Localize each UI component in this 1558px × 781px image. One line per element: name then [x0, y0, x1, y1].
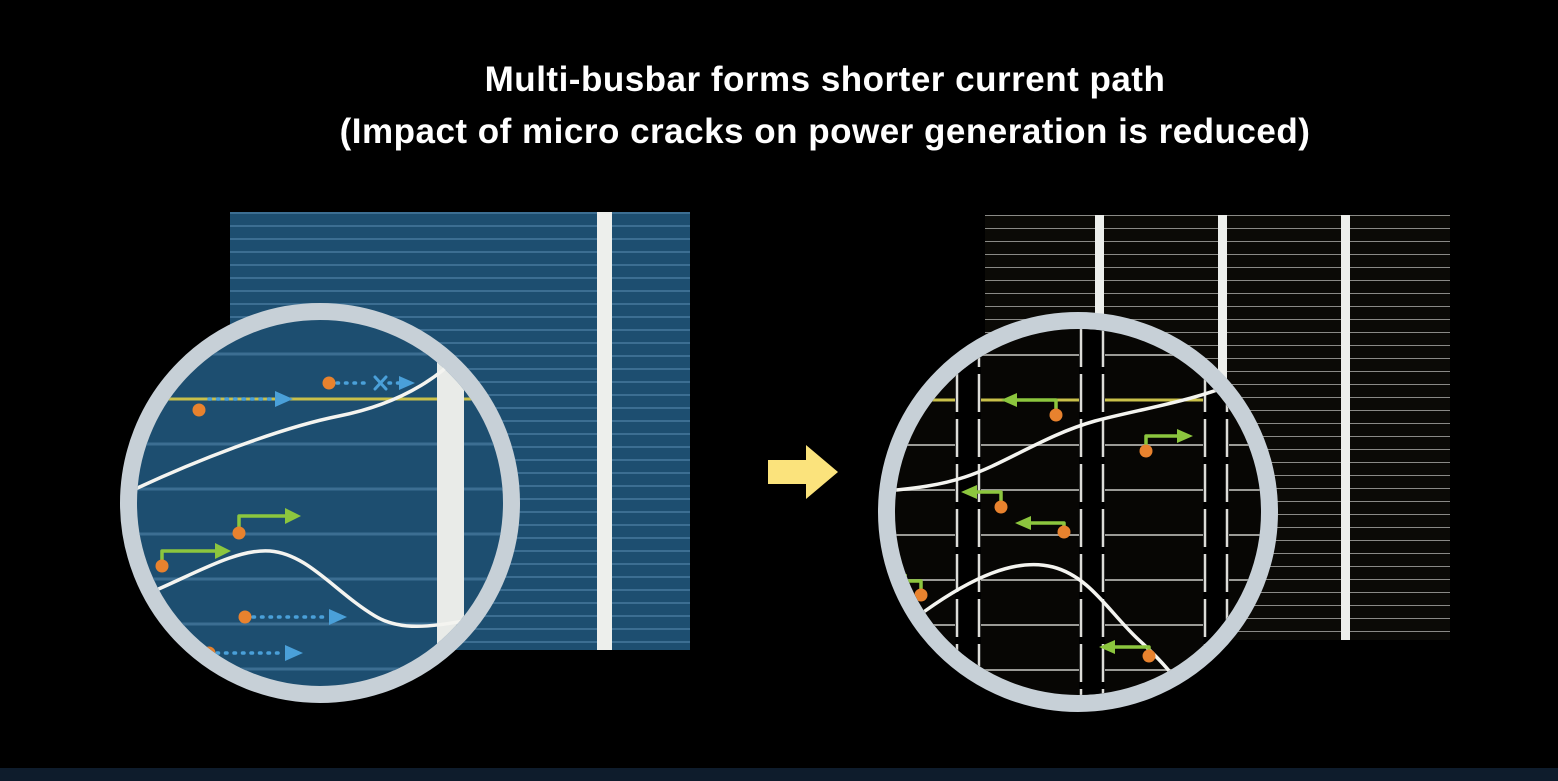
- right-arrow-icon: [768, 445, 838, 499]
- busbar: [1341, 215, 1350, 640]
- left-zoom-detail: [137, 320, 503, 686]
- long-current-paths: [207, 375, 415, 661]
- short-current-paths: [160, 508, 301, 565]
- busbar: [597, 212, 612, 650]
- title-line-1: Multi-busbar forms shorter current path: [484, 60, 1166, 99]
- title-line-2: (Impact of micro cracks on power generat…: [339, 111, 1311, 151]
- right-magnifier-circle: [878, 312, 1278, 712]
- short-current-paths: [895, 393, 1193, 657]
- left-magnifier-circle: [120, 303, 520, 703]
- electrons: [155, 376, 336, 660]
- diagram-title: Multi-busbar forms shorter current path …: [46, 54, 1558, 158]
- zoomed-busbar-ribbons: [955, 329, 1229, 695]
- micro-cracks: [137, 328, 479, 629]
- zoomed-busbar: [437, 320, 464, 686]
- bottom-bar: [0, 768, 1558, 781]
- electrons: [914, 408, 1156, 663]
- right-zoom-detail: [895, 329, 1261, 695]
- blocked-path-x-icon: [373, 375, 388, 391]
